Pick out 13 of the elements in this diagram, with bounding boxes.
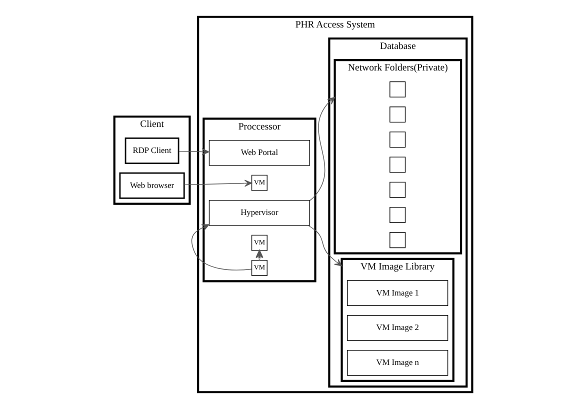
- arrow: [184, 180, 252, 187]
- arrow: [191, 224, 252, 270]
- arrow: [178, 148, 210, 156]
- node-box: [390, 106, 406, 123]
- arrow: [308, 225, 342, 266]
- node-box: [390, 232, 406, 248]
- cluster: Network Folders(Private): [334, 59, 462, 254]
- node-box: [390, 156, 406, 173]
- arrow: [309, 96, 336, 201]
- node-box: [390, 81, 406, 98]
- node-box: [390, 206, 406, 223]
- node-box: [390, 182, 406, 198]
- node-box: [390, 132, 406, 148]
